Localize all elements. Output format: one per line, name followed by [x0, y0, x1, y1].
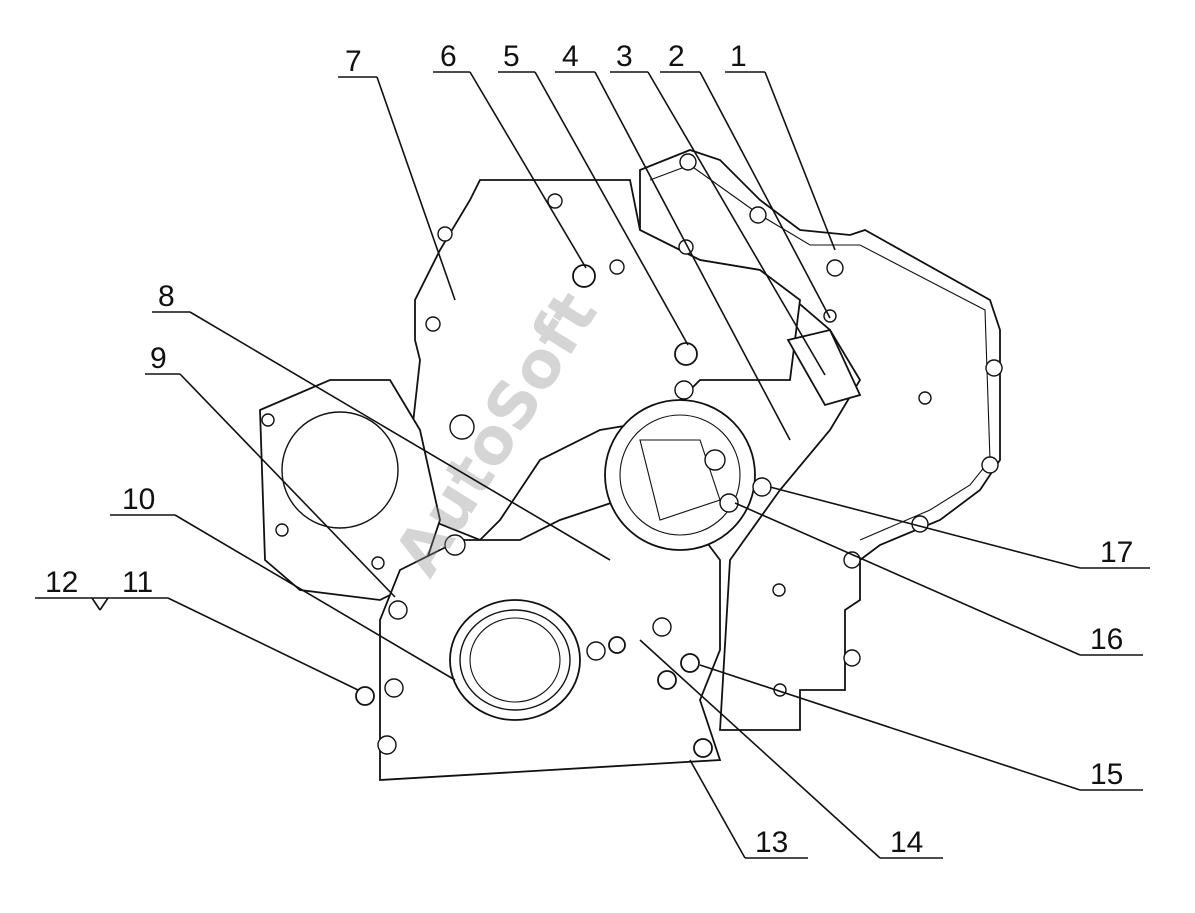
callout-13: 13 — [755, 826, 788, 859]
callout-2: 2 — [668, 40, 685, 73]
callout-1: 1 — [730, 40, 747, 73]
callout-6: 6 — [440, 40, 457, 73]
callout-labels: 1 2 3 4 5 6 7 8 9 10 11 12 13 14 15 16 1… — [45, 40, 1133, 859]
callout-11: 11 — [122, 566, 153, 599]
left-adapter-gasket — [259, 379, 441, 601]
bolts — [355, 264, 713, 758]
front-cover-plate — [409, 179, 801, 542]
callout-9: 9 — [150, 342, 167, 375]
callout-4: 4 — [562, 40, 579, 73]
callout-7: 7 — [345, 45, 362, 78]
callout-8: 8 — [158, 280, 175, 313]
callout-5: 5 — [503, 40, 520, 73]
callout-16: 16 — [1090, 623, 1123, 656]
callout-14: 14 — [890, 826, 923, 859]
callout-3: 3 — [616, 40, 633, 73]
crankshaft-oil-seal — [449, 599, 581, 721]
water-pump-housing — [604, 380, 772, 551]
leader-lines — [35, 71, 1150, 859]
callout-12: 12 — [45, 566, 78, 599]
callout-10: 10 — [122, 483, 155, 516]
sensor-bracket — [786, 309, 862, 407]
callout-17: 17 — [1100, 536, 1133, 569]
timing-housing-gasket — [639, 149, 1003, 731]
callout-15: 15 — [1090, 758, 1123, 791]
